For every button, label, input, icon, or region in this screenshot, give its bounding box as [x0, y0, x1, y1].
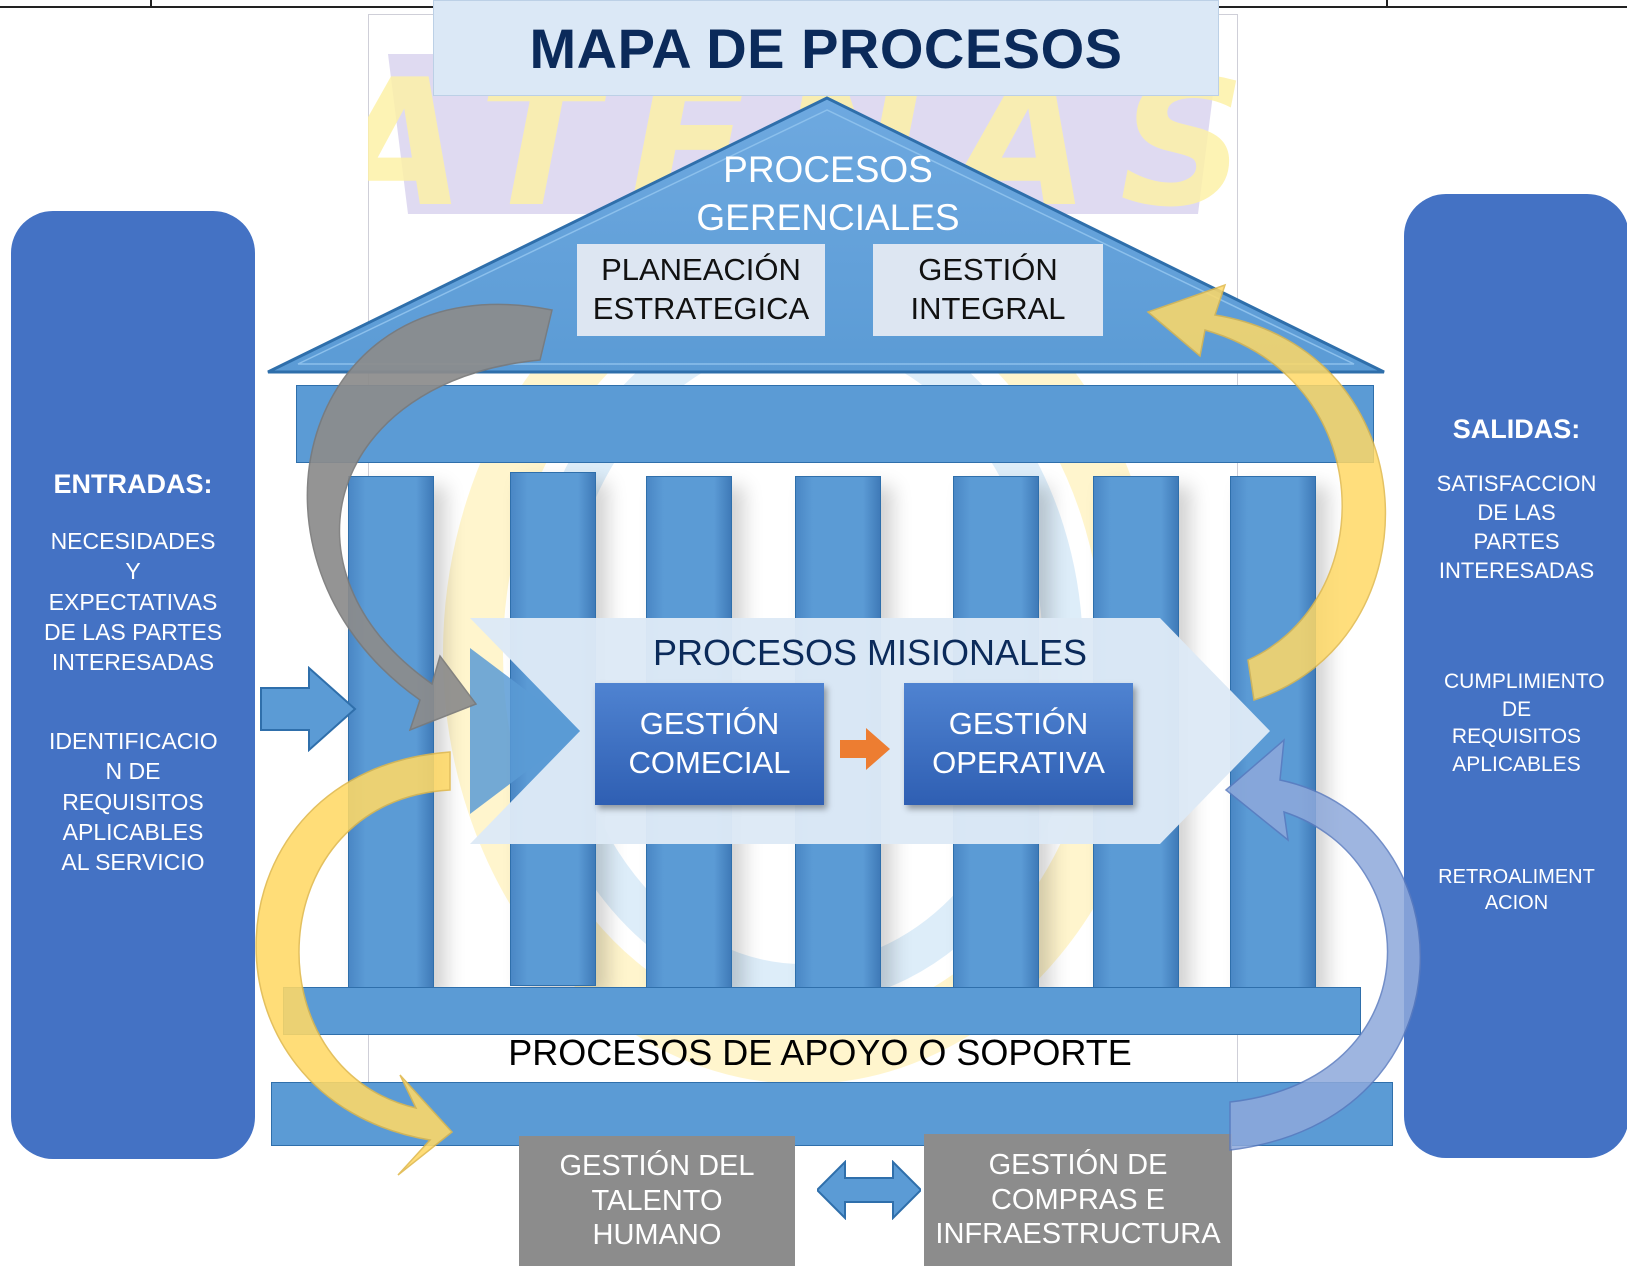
page-top-divider-right — [1386, 0, 1388, 8]
yellow-upper-curved-arrow — [1146, 283, 1387, 701]
gestion-integral-label: GESTIÓN INTEGRAL — [910, 252, 1066, 326]
roof-pediment — [267, 96, 1385, 374]
gerenciales-label: PROCESOS GERENCIALES — [696, 149, 960, 239]
gestion-compras-label: GESTIÓN DE COMPRAS E INFRAESTRUCTURA — [935, 1148, 1221, 1251]
orange-flow-arrow — [840, 728, 890, 770]
gestion-talento-humano-label: GESTIÓN DEL TALENTO HUMANO — [559, 1149, 755, 1252]
misionales-label: PROCESOS MISIONALES — [652, 632, 1088, 673]
gray-curved-arrow — [306, 303, 553, 732]
gestion-operativa-box: GESTIÓN OPERATIVA — [904, 683, 1133, 805]
gestion-compras-box: GESTIÓN DE COMPRAS E INFRAESTRUCTURA — [924, 1134, 1232, 1266]
middle-beam — [283, 987, 1361, 1035]
entradas-item-2: IDENTIFICACIO N DE REQUISITOS APLICABLES… — [49, 728, 218, 876]
gestion-comercial-label: GESTIÓN COMECIAL — [628, 706, 791, 780]
salidas-item-2: CUMPLIMIENTO DE REQUISITOS APLICABLES — [1444, 670, 1605, 777]
gestion-operativa-label: GESTIÓN OPERATIVA — [932, 706, 1105, 780]
gestion-talento-humano-box: GESTIÓN DEL TALENTO HUMANO — [519, 1136, 795, 1266]
entradas-heading: ENTRADAS: — [53, 469, 213, 499]
title-box: MAPA DE PROCESOS — [433, 0, 1219, 96]
double-arrow — [817, 1160, 921, 1220]
gestion-comercial-box: GESTIÓN COMECIAL — [595, 683, 824, 805]
column-1 — [348, 476, 434, 990]
entradas-panel: ENTRADAS: NECESIDADES Y EXPECTATIVAS DE … — [11, 211, 255, 1159]
salidas-heading: SALIDAS: — [1452, 414, 1581, 444]
page-title: MAPA DE PROCESOS — [529, 16, 1123, 80]
lavender-curved-arrow — [1224, 738, 1421, 1151]
apoyo-label: PROCESOS DE APOYO O SOPORTE — [508, 1032, 1132, 1073]
entradas-item-1: NECESIDADES Y EXPECTATIVAS DE LAS PARTES… — [43, 528, 223, 676]
salidas-item-1: SATISFACCION DE LAS PARTES INTERESADAS — [1436, 471, 1597, 584]
planeacion-estrategica-box: PLANEACIÓN ESTRATEGICA — [577, 244, 825, 336]
yellow-lower-curved-arrow — [255, 751, 454, 1176]
page-top-divider-left — [150, 0, 152, 8]
salidas-panel: SALIDAS: SATISFACCION DE LAS PARTES INTE… — [1404, 194, 1627, 1158]
top-beam — [296, 385, 1374, 463]
gestion-integral-box: GESTIÓN INTEGRAL — [873, 244, 1103, 336]
salidas-item-3: RETROALIMENT ACION — [1438, 866, 1595, 915]
entrada-arrow — [260, 666, 357, 752]
planeacion-estrategica-label: PLANEACIÓN ESTRATEGICA — [592, 252, 810, 326]
